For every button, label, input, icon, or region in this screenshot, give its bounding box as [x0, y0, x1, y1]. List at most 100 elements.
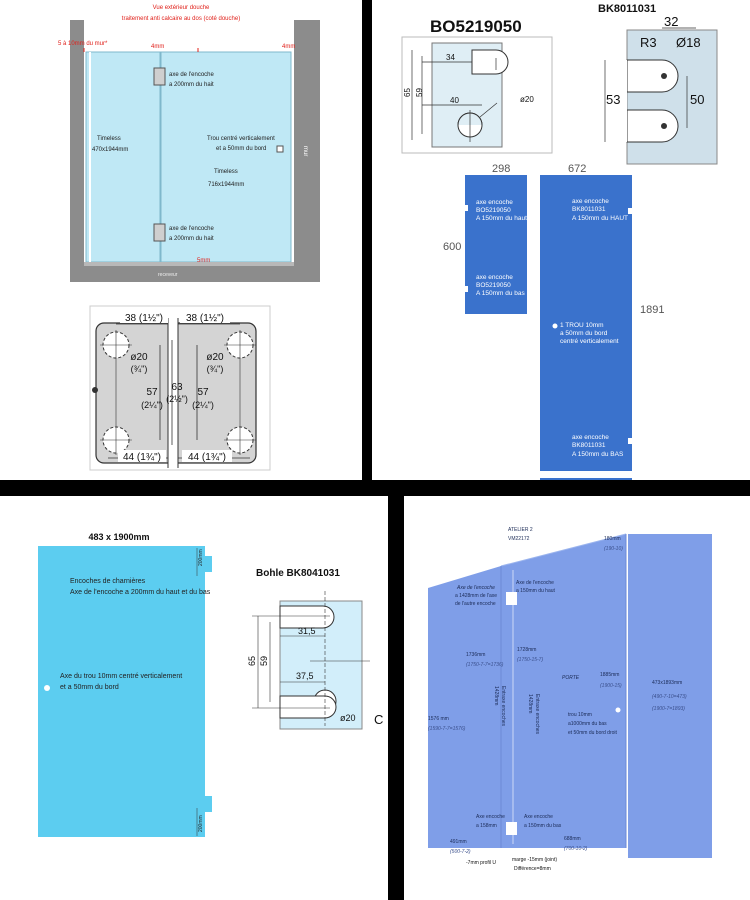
width-491: 491mm — [450, 839, 467, 845]
hinge-plate-drawing — [89, 305, 271, 471]
notch-left-line3: de l'autre encoche — [455, 601, 496, 607]
footer-margin: marge -15mm (joint) — [512, 857, 557, 863]
door-notch-text-2: Axe de l'encoche a 200mm du haut et du b… — [70, 589, 211, 596]
hinge-a-34: 34 — [446, 53, 455, 62]
bohle-diameter: ø20 — [340, 713, 356, 723]
plate-bottom-right: 44 (1¾") — [188, 452, 226, 463]
bohle-59: 59 — [259, 656, 269, 666]
height-1576: 1576 mm — [428, 716, 449, 722]
hinge-a-59: 59 — [415, 88, 424, 97]
width-688: 688mm — [564, 836, 581, 842]
door-dim-top: 200mm — [198, 549, 204, 566]
notch-top-text-2: a 200mm du hait — [169, 82, 214, 88]
plate-height-left-inch: (2¼") — [141, 400, 163, 410]
right-panel-formula-1: (490-7-10=473) — [652, 694, 687, 700]
glass-panel-672 — [540, 175, 632, 471]
glass-panel-door — [501, 534, 626, 848]
notch-bottom-left-line2: a 158mm — [476, 823, 497, 829]
right-panel-size: 473x1893mm — [652, 680, 682, 686]
hole-text-2: et a 50mm du bord — [216, 146, 266, 152]
bohle-side-letter: C — [374, 712, 383, 727]
notch-bottom-text-2: a 200mm du hait — [169, 236, 214, 242]
hinge-specs-panel: BO5219050 34 40 65 59 ø20 BK8011031 — [372, 0, 750, 480]
notch-bottom-left-line1: Axe encoche — [476, 814, 505, 820]
right-panel-formula-2: (1900-7=1893) — [652, 706, 685, 712]
panel-2-width: 672 — [568, 163, 586, 175]
height-1728: 1728mm — [517, 647, 536, 653]
hole-line3: et 50mm du bord droit — [568, 730, 618, 736]
hinge-a-65: 65 — [403, 88, 412, 97]
left-panel-name: Timeless — [97, 136, 121, 142]
p1-top-line3: A 150mm du haut — [476, 215, 527, 222]
right-wall — [294, 20, 320, 282]
p2-top-line3: A 150mm du HAUT — [572, 215, 628, 222]
notch-left-line2: a 1428mm de l'axe — [455, 593, 497, 599]
door-panel-view: 483 x 1900mm Encoches de charnières Axe … — [0, 496, 388, 900]
hinge-b-50: 50 — [690, 92, 704, 107]
hinge-notch-bottom — [153, 223, 166, 242]
hinge-b-drawing — [588, 15, 748, 165]
footer-difference: Différence=8mm — [514, 866, 551, 872]
hinge-a-drawing — [401, 36, 553, 154]
atelier-ref: VM22172 — [508, 536, 530, 542]
height-1885: 1885mm — [600, 672, 619, 678]
gap-bottom-label: 5mm — [197, 258, 210, 264]
q1-title: Vue extérieur douche — [153, 5, 210, 11]
door-label: PORTE — [562, 675, 580, 681]
right-panel-name: Timeless — [214, 169, 238, 175]
footer-profile: -7mm profil U — [466, 860, 496, 866]
p2-bot-line1: axe encoche — [572, 434, 609, 441]
hinge-b-53: 53 — [606, 92, 620, 107]
notch-mid-top-line2: a 150mm du haut — [516, 588, 556, 594]
glass-panel-298 — [465, 175, 527, 314]
hinge-b-ref: BK8011031 — [598, 3, 656, 15]
p2-mid-line3: centré verticalement — [560, 338, 619, 345]
plate-height-right-inch: (2¼") — [192, 400, 214, 410]
width-688-formula: (700-10-2) — [564, 846, 588, 852]
height-1576-formula: (1590-7-7=1576) — [428, 726, 466, 732]
bohle-65: 65 — [247, 656, 257, 666]
hinge-b-r3: R3 — [640, 35, 657, 50]
p2-mid-line1: 1 TROU 10mm — [560, 322, 604, 329]
hinge-a-40: 40 — [450, 96, 459, 105]
door-hole-text-2: et a 50mm du bord — [60, 684, 119, 691]
notch-top-text-1: axe de l'encoche — [169, 72, 215, 78]
hole-line2: a1000mm du bas — [568, 721, 607, 727]
shower-tray — [84, 264, 294, 282]
panel-1-width: 298 — [492, 163, 510, 175]
glass-door-panel — [38, 546, 212, 837]
width-491-formula: (500-7-2) — [450, 849, 471, 855]
right-panel-size: 716x1944mm — [208, 182, 244, 188]
p1-top-line2: BO5219050 — [476, 207, 511, 214]
atelier-label: ATELIER 2 — [508, 527, 533, 533]
p2-bot-line2: BK8011031 — [572, 442, 606, 449]
door-panel-drawing: 483 x 1900mm Encoches de charnières Axe … — [38, 532, 383, 837]
plate-diam-left-inch: (¾") — [131, 364, 148, 374]
plate-diam-right-inch: (¾") — [207, 364, 224, 374]
plate-height-left: 57 — [146, 387, 158, 398]
hole-text-1: Trou centré verticalement — [207, 136, 275, 142]
plate-diam-left: ø20 — [130, 352, 148, 363]
entraxe-2-line2: 1428mm — [527, 694, 533, 713]
height-1736-formula: (1750-7-7=1736) — [466, 662, 504, 668]
q1-subtitle: traitement anti calcaire au dos (coté do… — [122, 16, 240, 22]
hinge-b-32: 32 — [664, 14, 678, 29]
plate-bottom-left: 44 (1¾") — [123, 452, 161, 463]
bohle-hinge-drawing — [252, 591, 370, 730]
panel-2-height: 1891 — [640, 304, 664, 316]
width-180: 180mm — [604, 536, 621, 542]
gap-top-label-1: 4mm — [151, 44, 164, 50]
left-panel-size: 470x1944mm — [92, 147, 128, 153]
hinge-a-ref: BO5219050 — [430, 17, 522, 36]
hole-marker — [276, 145, 284, 153]
p1-bot-line1: axe encoche — [476, 274, 513, 281]
door-notch-text-1: Encoches de charnières — [70, 578, 146, 585]
p1-top-line1: axe encoche — [476, 199, 513, 206]
notch-bottom-text-1: axe de l'encoche — [169, 226, 215, 232]
plate-diam-right: ø20 — [206, 352, 224, 363]
p1-bot-line2: BO5219050 — [476, 282, 511, 289]
panel-1-height: 600 — [443, 241, 461, 253]
gap-top-label-2: 4mm — [282, 44, 295, 50]
notch-bottom-mid-line1: Axe encoche — [524, 814, 553, 820]
glass-panel-right — [628, 534, 712, 858]
